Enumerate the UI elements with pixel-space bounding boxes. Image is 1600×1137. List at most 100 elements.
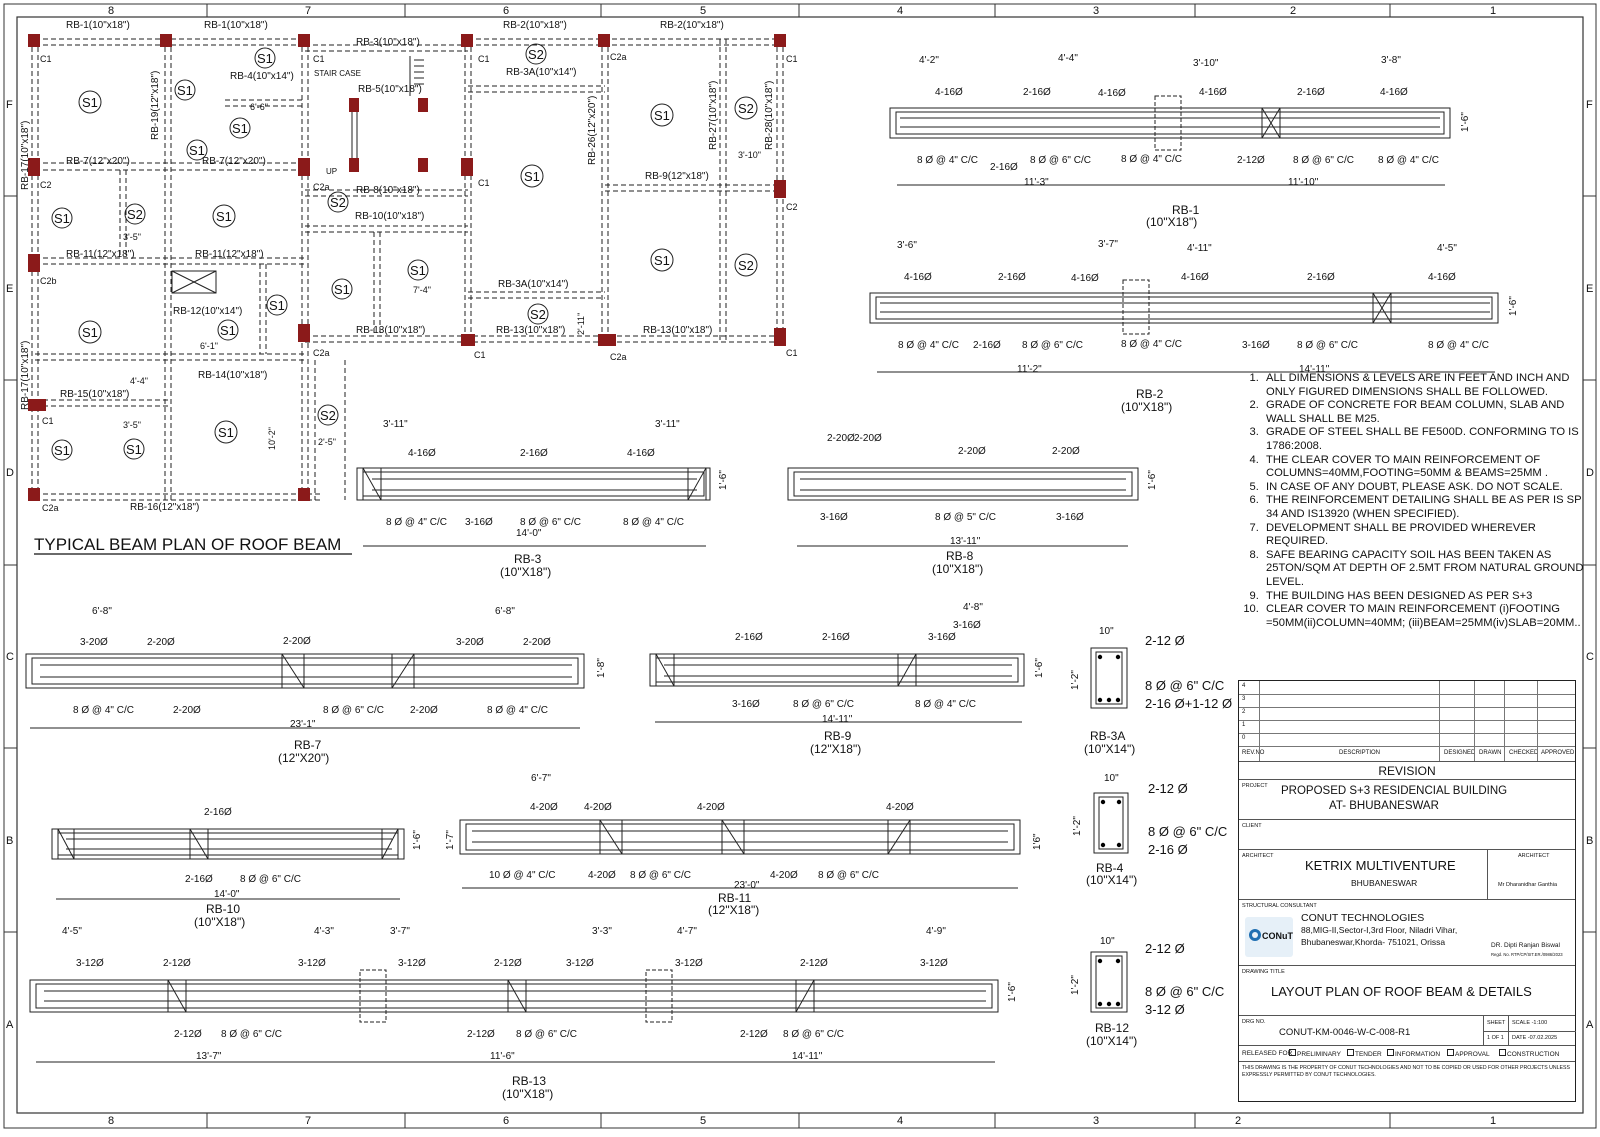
bar-callout: 2-20Ø bbox=[410, 705, 438, 716]
grid-row-label: F bbox=[6, 99, 13, 111]
beam-label: RB-16(12"x18") bbox=[130, 502, 199, 513]
consultant-logo-graphic: CONuT bbox=[1249, 929, 1293, 941]
bar-callout: 2-16Ø bbox=[990, 162, 1018, 173]
beam-size: (10"X18") bbox=[932, 562, 983, 576]
column-label: C2b bbox=[40, 276, 57, 286]
beam-label: RB-19(12"x18") bbox=[150, 71, 161, 140]
column-marker bbox=[418, 158, 428, 172]
bar-callout: 4-20Ø bbox=[530, 802, 558, 813]
bar-callout: 3-16Ø bbox=[1242, 340, 1270, 351]
plan-misc-labels: STAIR CASE UP 6'-6" 4'-4" 3'-5" 3'-5" 7'… bbox=[123, 69, 761, 450]
consultant-address-2: Bhubaneswar,Khorda- 751021, Orissa bbox=[1301, 937, 1446, 947]
bar-callout: 2-16Ø bbox=[1307, 272, 1335, 283]
depth-dimension: 1'-6" bbox=[1147, 470, 1158, 490]
architect-label-2: ARCHITECT bbox=[1518, 853, 1550, 859]
release-option-preliminary[interactable]: PRELIMINARY bbox=[1289, 1049, 1341, 1058]
bar-callout: 8 Ø @ 4" C/C bbox=[917, 155, 978, 166]
bar-callout: 8 Ø @ 6" C/C bbox=[793, 699, 854, 710]
beam-label: RB-12(10"x14") bbox=[173, 306, 242, 317]
bar-callout: 2-20Ø bbox=[854, 433, 882, 444]
beam-label: RB-10(10"x18") bbox=[355, 211, 424, 222]
beam-detail-rb7: 6'-8" 6'-8" 3-20Ø 2-20Ø 2-20Ø 3-20Ø 2-20… bbox=[25, 606, 607, 765]
consultant-address-1: 88,MIG-II,Sector-I,3rd Floor, Niladri Vi… bbox=[1301, 925, 1458, 935]
grid-row-label: C bbox=[6, 651, 14, 663]
bar-callout: 3-12Ø bbox=[675, 958, 703, 969]
bar-callout: 2-16Ø bbox=[822, 632, 850, 643]
plan-beam-labels: RB-1(10"x18") RB-1(10"x18") RB-3(10"x18"… bbox=[20, 20, 775, 513]
release-option-construction[interactable]: CONSTRUCTION bbox=[1499, 1049, 1559, 1058]
rev-header: APPROVED bbox=[1541, 750, 1575, 756]
bar-callout: 8 Ø @ 4" C/C bbox=[73, 705, 134, 716]
disclaimer: THIS DRAWING IS THE PROPERTY OF CONUT TE… bbox=[1239, 1061, 1575, 1108]
general-notes: ALL DIMENSIONS & LEVELS ARE IN FEET AND … bbox=[1232, 372, 1587, 630]
note-item: ALL DIMENSIONS & LEVELS ARE IN FEET AND … bbox=[1262, 372, 1587, 399]
column-marker bbox=[28, 34, 40, 47]
grid-col-label: 7 bbox=[305, 5, 311, 17]
slab-label: S1 bbox=[269, 298, 285, 313]
column-label: C1 bbox=[786, 54, 798, 64]
stair-label: STAIR CASE bbox=[314, 69, 361, 78]
beam-label: RB-9(12"x18") bbox=[645, 171, 709, 182]
grid-col-label: 1 bbox=[1490, 1115, 1496, 1127]
beam-label: RB-3A(10"x14") bbox=[498, 279, 568, 290]
column-label: C2a bbox=[313, 182, 330, 192]
column-marker bbox=[349, 98, 359, 112]
dimension-text: 4'-11" bbox=[1187, 243, 1212, 254]
column-marker bbox=[298, 488, 310, 501]
release-option-information[interactable]: INFORMATION bbox=[1387, 1049, 1440, 1058]
dimension-text: 4'-5" bbox=[1437, 243, 1457, 254]
beam-title: RB-9 bbox=[824, 729, 852, 743]
column-label: C2 bbox=[40, 180, 52, 190]
grid-col-label: 2 bbox=[1235, 1115, 1241, 1127]
frame-column-labels: 8 7 6 5 4 3 2 1 8 7 6 5 4 3 2 1 F E D C … bbox=[6, 5, 1594, 1127]
grid-row-label: C bbox=[1586, 651, 1594, 663]
column-marker bbox=[774, 328, 786, 346]
rev-row-number: 2 bbox=[1242, 709, 1246, 715]
bar-callout: 8 Ø @ 6" C/C bbox=[1293, 155, 1354, 166]
release-option-approval[interactable]: APPROVAL bbox=[1447, 1049, 1490, 1058]
release-option-label: INFORMATION bbox=[1395, 1051, 1441, 1058]
span-dimension: 11'-2" bbox=[1017, 364, 1042, 375]
slab-label: S1 bbox=[216, 209, 232, 224]
bar-callout: 8 Ø @ 6" C/C bbox=[1297, 340, 1358, 351]
bar-callout: 2-20Ø bbox=[173, 705, 201, 716]
depth-dimension: 1'-6" bbox=[1034, 658, 1045, 678]
span-dimension: 13'-11" bbox=[950, 536, 981, 547]
stair-case bbox=[171, 56, 424, 294]
plan-slab-labels: S1 S1 S2 S1 S1 S1 S1 S2 S1 S1 S1 S2 S1 S… bbox=[51, 43, 758, 461]
beam-label: RB-2(10"x18") bbox=[660, 20, 724, 31]
project-section: PROJECT PROPOSED S+3 RESIDENCIAL BUILDIN… bbox=[1239, 779, 1575, 820]
release-option-tender[interactable]: TENDER bbox=[1347, 1049, 1382, 1058]
section-size: (10"X14") bbox=[1084, 742, 1135, 756]
dimension-text: 4'-7" bbox=[677, 926, 697, 937]
sheet-frame bbox=[3, 3, 1597, 1129]
slab-label: S2 bbox=[530, 307, 546, 322]
note-item: SAFE BEARING CAPACITY SOIL HAS BEEN TAKE… bbox=[1262, 549, 1587, 590]
grid-col-label: 4 bbox=[897, 5, 903, 17]
bar-callout: 8 Ø @ 4" C/C bbox=[898, 340, 959, 351]
beam-title: RB-13 bbox=[512, 1074, 546, 1088]
column-marker bbox=[418, 98, 428, 112]
section-width: 10" bbox=[1099, 626, 1114, 637]
slab-label: S2 bbox=[330, 195, 346, 210]
depth-dimension: 1'-6" bbox=[1508, 296, 1519, 316]
section-depth: 1'-2" bbox=[1070, 975, 1081, 995]
architect-section: ARCHITECT KETRIX MULTIVENTURE BHUBANESWA… bbox=[1239, 849, 1575, 900]
bar-callout: 2-16Ø bbox=[973, 340, 1001, 351]
column-marker bbox=[298, 34, 310, 47]
bar-callout: 3-20Ø bbox=[456, 637, 484, 648]
beam-label: RB-7(12"x20") bbox=[66, 156, 130, 167]
slab-label: S1 bbox=[524, 169, 540, 184]
bar-callout: 2-20Ø bbox=[1052, 446, 1080, 457]
section-depth: 1'-2" bbox=[1070, 670, 1081, 690]
rev-row-number: 4 bbox=[1242, 683, 1246, 689]
beam-size: (10"X18") bbox=[500, 565, 551, 579]
note-item: GRADE OF CONCRETE FOR BEAM COLUMN, SLAB … bbox=[1262, 399, 1587, 426]
note-item: THE CLEAR COVER TO MAIN REINFORCEMENT OF… bbox=[1262, 454, 1587, 481]
beam-size: (10"X18") bbox=[1121, 400, 1172, 414]
bar-callout: 2-16Ø bbox=[735, 632, 763, 643]
bar-callout: 8 Ø @ 4" C/C bbox=[386, 517, 447, 528]
checkbox-icon bbox=[1387, 1049, 1394, 1056]
dimension-text: 2'-11" bbox=[576, 313, 586, 335]
